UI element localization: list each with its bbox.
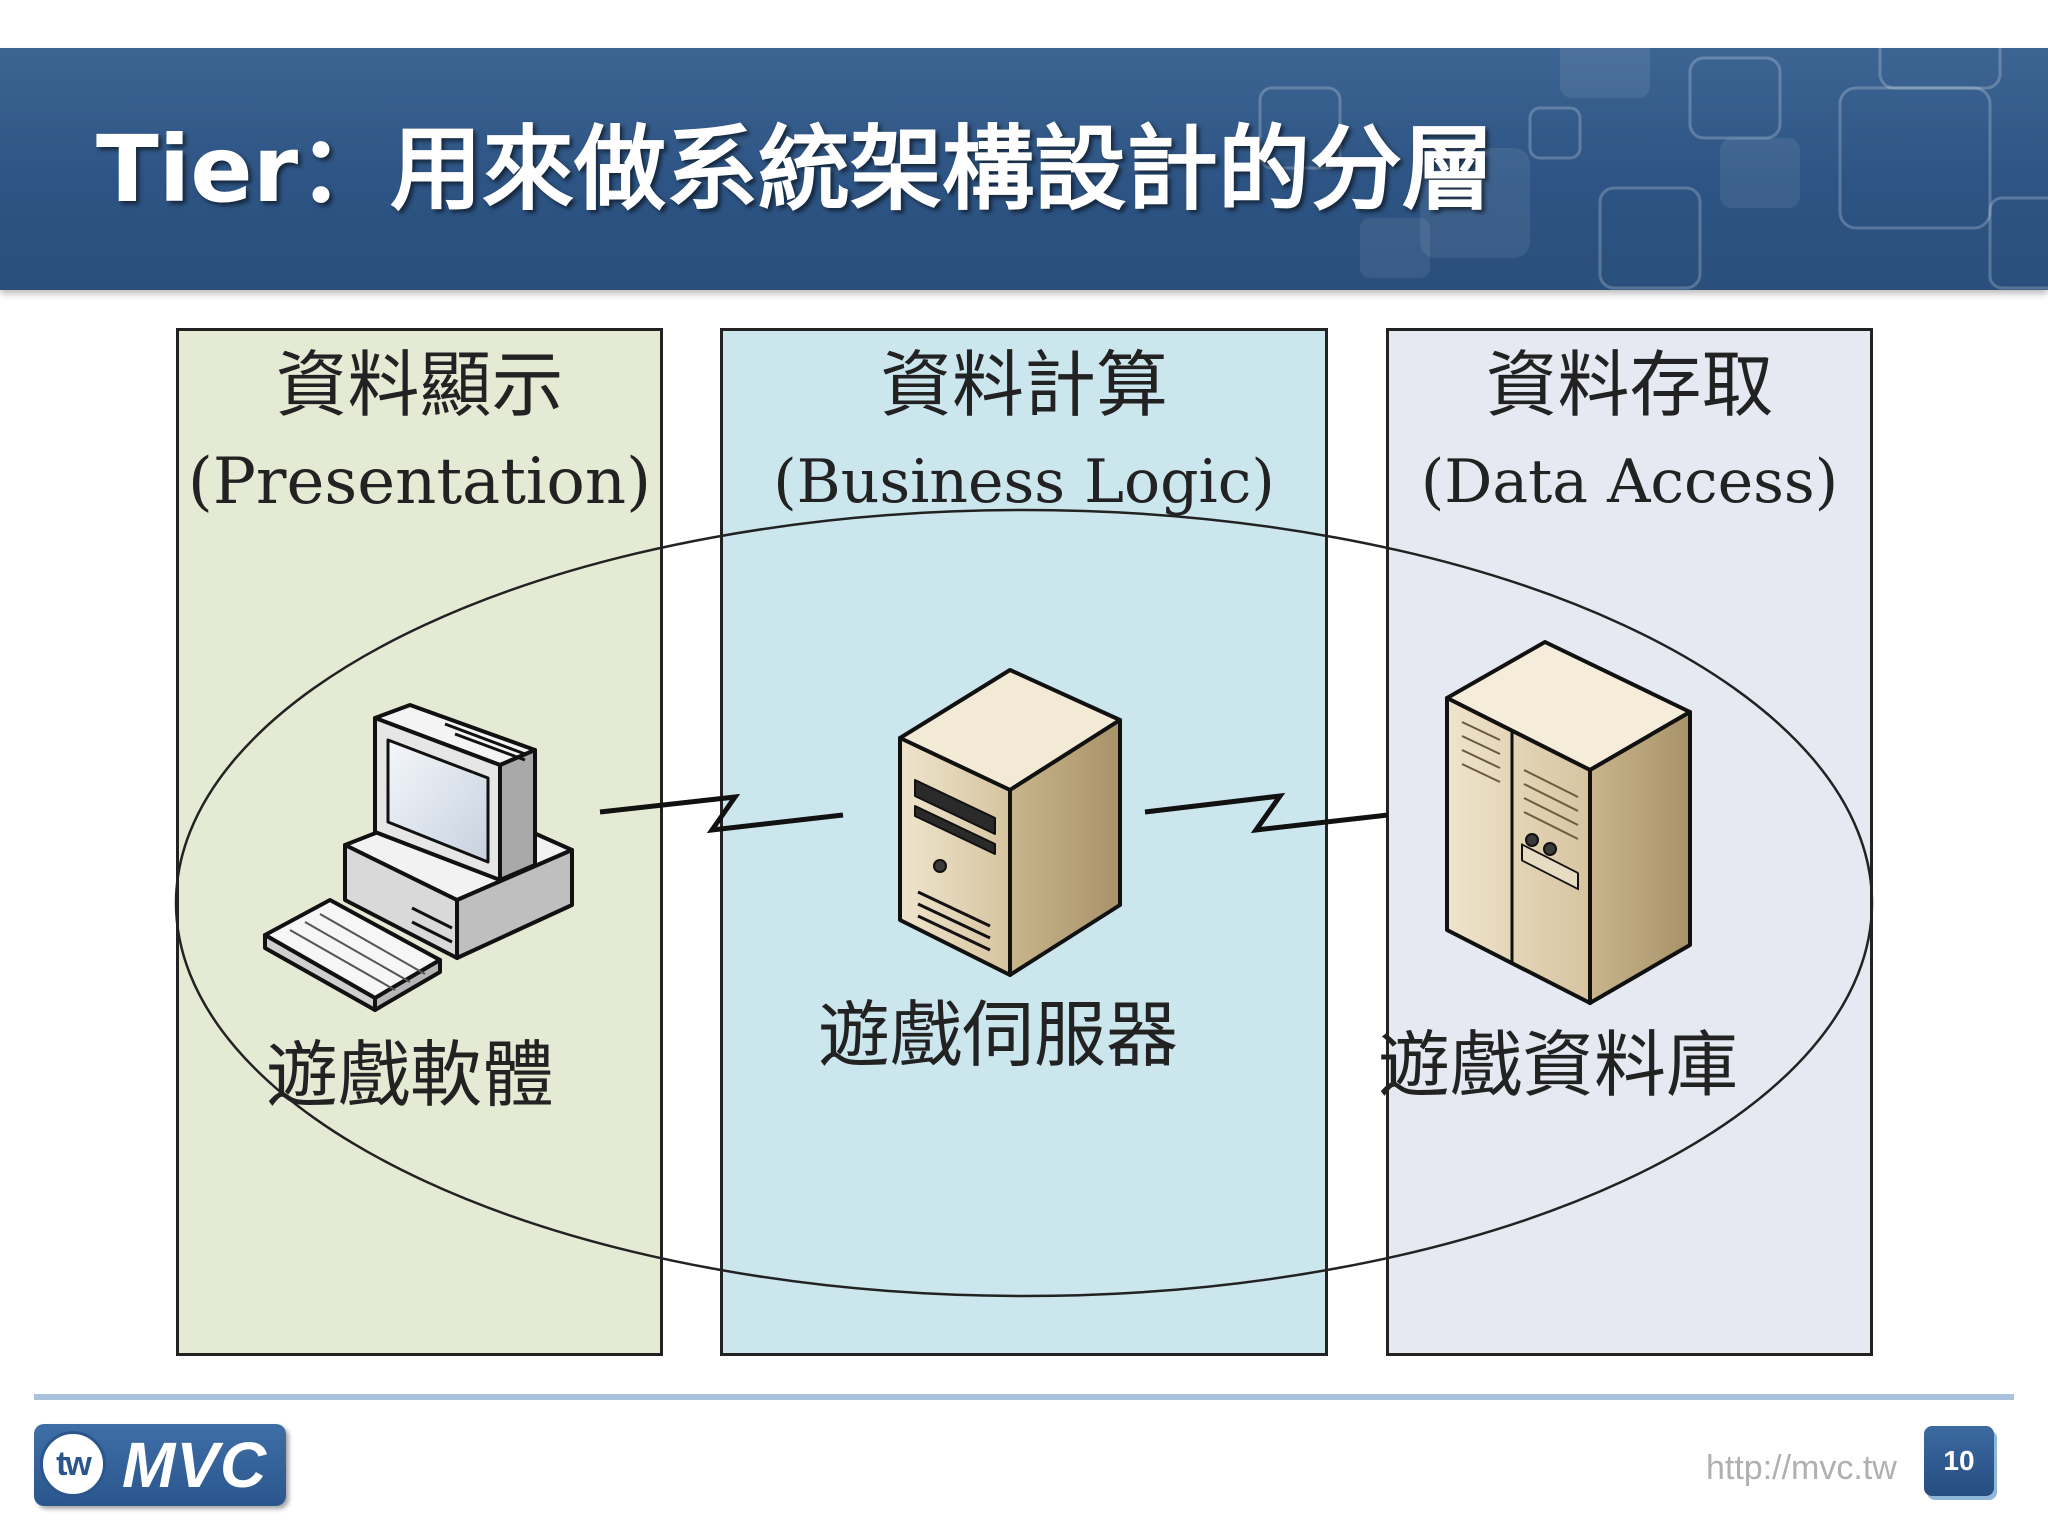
banner-decoration [1258,48,2048,290]
tier-title-en: (Data Access) [1420,447,1839,517]
logo-badge: tw [40,1431,106,1497]
tier-title-en: (Business Logic) [773,447,1275,517]
brand-logo: tw MVC [34,1424,286,1506]
tier-title-zh: 資料存取 [1485,343,1774,427]
tier-business-logic: 資料計算 (Business Logic) [720,328,1328,1356]
footer-url: http://mvc.tw [1706,1449,1897,1487]
tier-title-en: (Presentation) [187,445,652,519]
node-label-server: 遊戲伺服器 [818,993,1179,1077]
node-label-database: 遊戲資料庫 [1378,1023,1739,1107]
slide-title: Tier：用來做系統架構設計的分層 [96,116,1495,223]
tier-presentation: 資料顯示 (Presentation) [176,328,663,1356]
tier-title-zh: 資料顯示 [275,343,564,427]
tier-title-zh: 資料計算 [879,343,1168,427]
footer-divider [34,1394,2014,1400]
node-label-client: 遊戲軟體 [266,1033,555,1117]
page-number: 10 [1924,1426,1994,1496]
tier-data-access: 資料存取 (Data Access) [1386,328,1873,1356]
title-banner: Tier：用來做系統架構設計的分層 [0,48,2048,290]
logo-text: MVC [122,1429,268,1501]
